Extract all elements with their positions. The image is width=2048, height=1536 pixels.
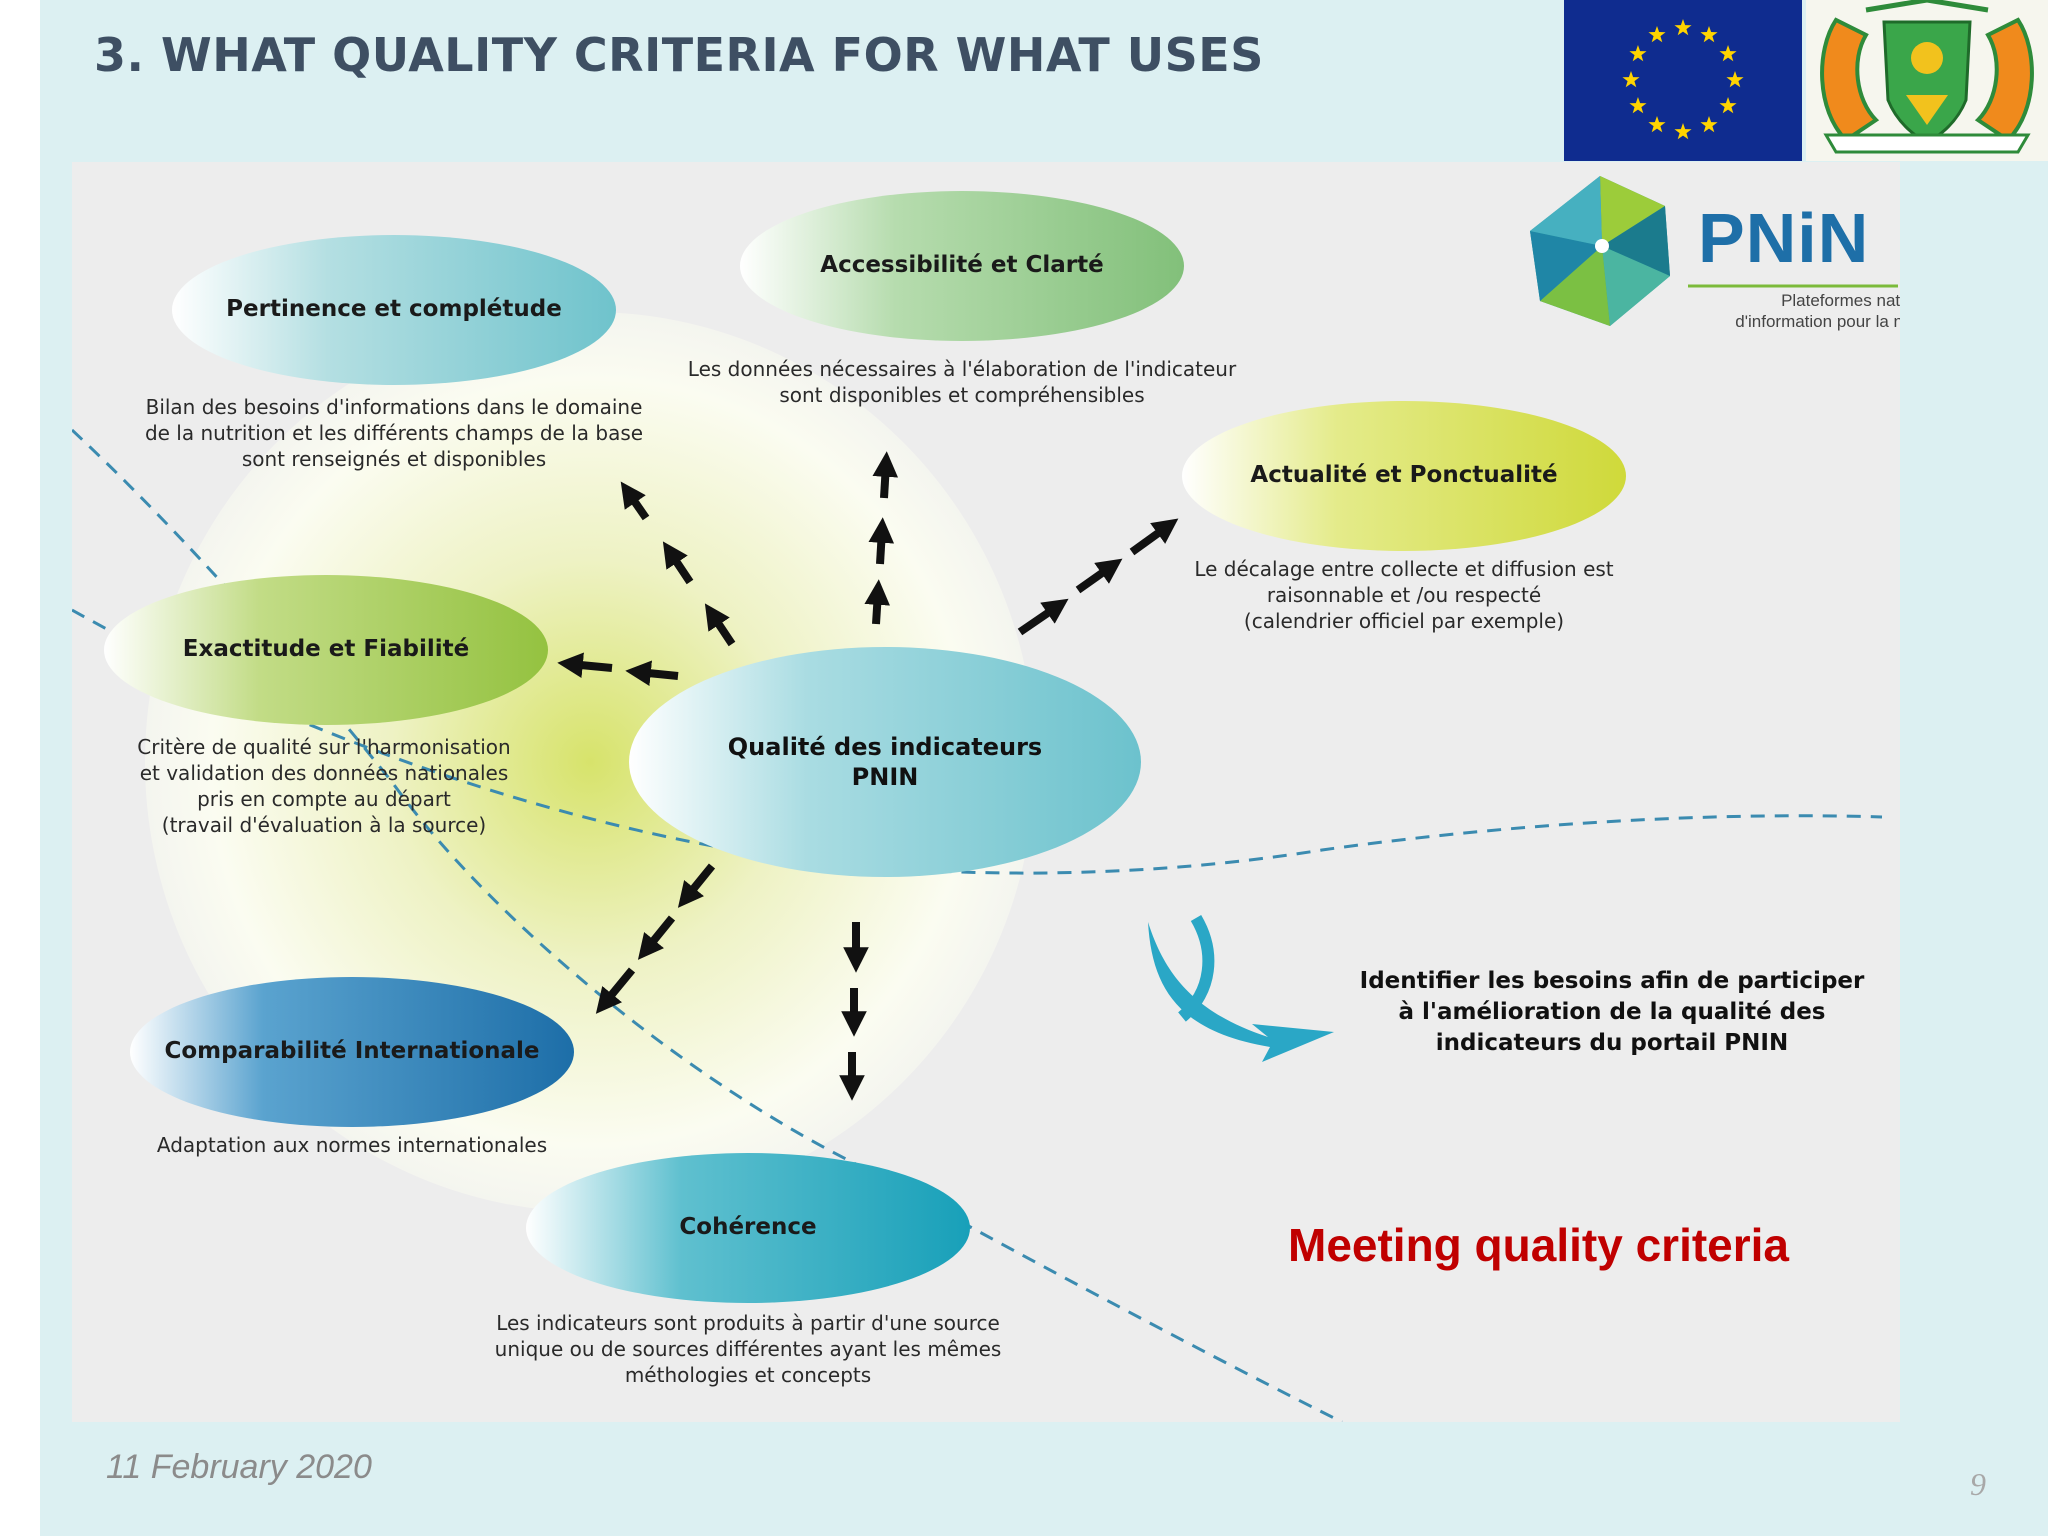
eu-star-icon (1700, 25, 1718, 43)
diagram-panel: Pertinence et complétude Bilan des besoi… (72, 162, 1900, 1422)
direction-arrow-icon (637, 915, 676, 960)
eu-star-icon (1629, 97, 1647, 114)
eu-star-icon (1674, 19, 1692, 36)
pnin-tagline: Plateformes nationales d'information pou… (1735, 291, 1900, 331)
curved-blue-arrow-tail (1177, 914, 1215, 1022)
quality-diagram (72, 176, 1898, 1422)
ellipse-exactitude (104, 575, 548, 725)
criterion-coherence-description: Les indicateurs sont produits à partir d… (494, 1311, 1002, 1387)
eu-star-icon (1629, 45, 1647, 62)
criterion-accessibilite-description: Les données nécessaires à l'élaboration … (687, 357, 1237, 407)
ellipse-actualite (1182, 401, 1626, 551)
direction-arrow-icon (1075, 558, 1123, 594)
eu-star-icon (1648, 25, 1666, 43)
direction-arrow-icon (662, 541, 694, 585)
eu-star-icon (1719, 45, 1737, 62)
center-quality-label: Qualité des indicateurs PNIN (727, 733, 1043, 791)
eu-star-icon (1719, 97, 1737, 114)
criterion-pertinence-description: Bilan des besoins d'informations dans le… (144, 395, 644, 471)
ellipse-coherence (526, 1153, 970, 1303)
ellipse-accessibilite (740, 191, 1184, 341)
niger-coat-of-arms-icon (1806, 0, 2048, 161)
criterion-exactitude-description: Critère de qualité sur l'harmonisation e… (137, 735, 511, 837)
ellipse-pertinence (172, 235, 616, 385)
direction-arrow-icon (677, 863, 716, 908)
criterion-actualite-label: Actualité et Ponctualité (1250, 462, 1558, 488)
meeting-quality-criteria-label: Meeting quality criteria (1288, 1219, 1790, 1271)
pnin-wordmark: PNiN (1698, 199, 1870, 277)
eu-flag-icon (1564, 0, 1802, 161)
direction-arrow-icon (872, 451, 899, 499)
direction-arrow-icon (864, 579, 890, 625)
slide-title: 3. WHAT QUALITY CRITERIA FOR WHAT USES (94, 28, 1264, 82)
direction-arrow-icon (595, 967, 636, 1014)
direction-arrow-icon (620, 481, 650, 521)
direction-arrow-icon (557, 652, 613, 678)
direction-arrow-icon (625, 660, 679, 687)
eu-star-icon (1700, 116, 1718, 133)
ellipse-center (629, 647, 1141, 877)
eu-star-icon (1674, 123, 1692, 140)
eu-star-icon (1648, 116, 1666, 133)
eu-star-icon (1622, 71, 1640, 88)
curved-blue-arrow (1148, 922, 1334, 1062)
eu-star-icon (1726, 71, 1744, 88)
criterion-coherence-label: Cohérence (679, 1214, 817, 1240)
direction-arrow-icon (704, 603, 736, 647)
criterion-pertinence-label: Pertinence et complétude (226, 296, 562, 322)
identify-needs-note: Identifier les besoins afin de participe… (1359, 968, 1865, 1056)
criterion-comparabilite-description: Adaptation aux normes internationales (156, 1133, 548, 1157)
direction-arrow-icon (1017, 598, 1069, 636)
ellipse-comparabilite (130, 977, 574, 1127)
page-number: 9 (1970, 1466, 1986, 1502)
pnin-logo-icon (1530, 176, 1898, 326)
slide-date: 11 February 2020 (106, 1448, 372, 1486)
direction-arrow-icon (868, 517, 895, 565)
criterion-exactitude-label: Exactitude et Fiabilité (182, 636, 470, 662)
direction-arrow-icon (1129, 518, 1179, 556)
criterion-accessibilite-label: Accessibilité et Clarté (820, 252, 1104, 278)
criterion-comparabilite-label: Comparabilité Internationale (164, 1038, 540, 1064)
criterion-actualite-description: Le décalage entre collecte et diffusion … (1194, 557, 1614, 633)
